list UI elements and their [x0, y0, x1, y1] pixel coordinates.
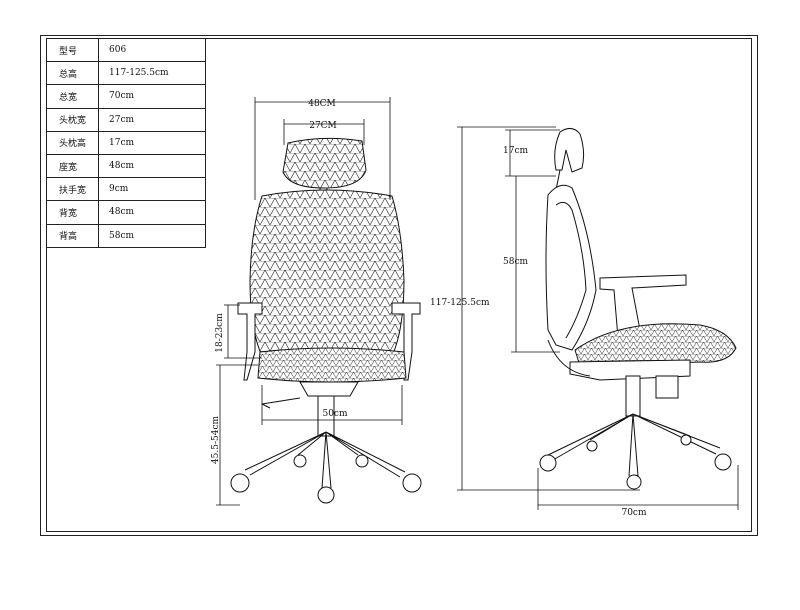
front-armrest-right — [391, 302, 421, 381]
side-lever-housing — [655, 375, 679, 399]
spec-value: 70cm — [98, 84, 206, 109]
spec-label: 头枕宽 — [46, 107, 99, 132]
caster-icon — [355, 454, 369, 468]
side-base — [547, 413, 721, 477]
caster-icon — [230, 473, 250, 493]
headrest-height-label: 17cm — [503, 146, 528, 156]
front-backrest — [249, 189, 405, 357]
total-width-label: 70cm — [621, 508, 646, 518]
spec-value: 48cm — [98, 200, 206, 225]
front-seat — [257, 347, 407, 383]
armrest-height-label: 18-23cm — [215, 313, 225, 353]
spec-label: 座宽 — [46, 153, 99, 179]
headrest-width-label: 27CM — [309, 121, 337, 131]
caster-icon — [293, 454, 307, 468]
side-view — [539, 128, 737, 490]
side-headrest — [554, 128, 585, 173]
caster-icon — [586, 440, 598, 452]
caster-icon — [714, 453, 732, 471]
side-gas-column — [625, 375, 641, 417]
spec-label: 背高 — [46, 223, 99, 248]
front-mechanism — [299, 381, 359, 397]
side-dimensions — [457, 126, 739, 510]
spec-value: 606 — [98, 37, 206, 63]
front-headrest — [282, 137, 367, 189]
spec-value: 17cm — [98, 130, 206, 155]
front-width-label: 48CM — [308, 99, 336, 109]
front-lever — [261, 397, 301, 409]
back-height-label: 58cm — [503, 257, 528, 267]
caster-icon — [539, 454, 557, 472]
caster-icon — [317, 486, 335, 504]
caster-icon — [680, 434, 692, 446]
spec-label: 背宽 — [46, 200, 99, 225]
side-backrest — [545, 184, 597, 351]
front-base — [244, 431, 406, 489]
caster-icon — [402, 473, 422, 493]
spec-value: 117-125.5cm — [98, 61, 206, 86]
seat-width-label: 50cm — [322, 409, 347, 419]
total-height-label: 117-125.5cm — [430, 298, 490, 308]
spec-value: 27cm — [98, 107, 206, 132]
spec-label: 型号 — [46, 37, 99, 63]
outer-frame — [40, 35, 758, 536]
front-view — [230, 137, 422, 504]
side-seat — [574, 323, 737, 367]
caster-icon — [626, 474, 642, 490]
inner-frame — [46, 38, 752, 532]
side-mechanism — [569, 359, 691, 381]
spec-value: 58cm — [98, 223, 206, 248]
front-armrest-left — [237, 302, 263, 381]
spec-value: 48cm — [98, 153, 206, 179]
seat-height-label: 45.5-54cm — [211, 415, 221, 464]
front-dimensions — [216, 97, 403, 506]
